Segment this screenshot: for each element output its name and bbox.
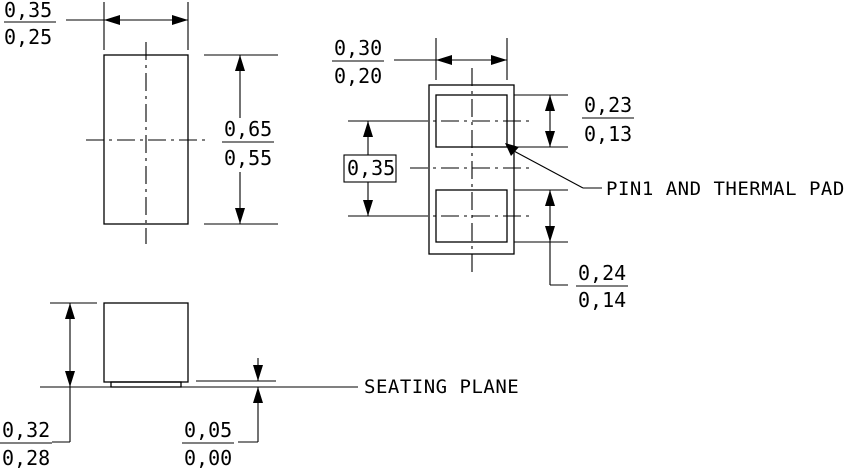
side-view: SEATING PLANE 0,32 0,28 0,05 0,00	[0, 302, 519, 468]
top-length-max-text: 0,65	[224, 117, 272, 141]
pad-width-arrow-left	[436, 55, 452, 65]
top-length-dimension: 0,65 0,55	[204, 54, 278, 225]
top-width-dimension: 0,35 0,25	[4, 0, 189, 50]
pad-width-max-text: 0,30	[334, 36, 382, 60]
height-min-text: 0,28	[2, 446, 50, 468]
side-view-terminal	[110, 381, 182, 388]
pad-1-length-min-text: 0,13	[584, 122, 632, 146]
top-width-max-text: 0,35	[4, 0, 52, 22]
pad-2-length-min-text: 0,14	[578, 288, 626, 312]
standoff-max-text: 0,05	[184, 418, 232, 442]
bottom-view: 0,30 0,20 0,35 0,23 0,13	[332, 36, 845, 312]
pad-width-min-text: 0,20	[334, 64, 382, 88]
pad-2-length-arrow-top	[545, 190, 555, 206]
top-view: 0,35 0,25 0,65 0,55	[4, 0, 278, 244]
pad-width-arrow-right	[491, 55, 507, 65]
top-length-min-text: 0,55	[224, 146, 272, 170]
pad-2-length-arrow-bottom	[545, 226, 555, 242]
pad-width-dimension: 0,30 0,20	[332, 36, 508, 88]
pad-1-length-max-text: 0,23	[584, 93, 632, 117]
pad-pitch-arrow-bottom	[363, 200, 373, 216]
top-length-arrow-bottom	[235, 208, 245, 224]
pin1-thermal-pad-text: PIN1 AND THERMAL PAD	[606, 178, 845, 200]
top-width-arrow-left	[104, 15, 120, 25]
standoff-arrow-top	[253, 365, 263, 381]
pad-1-length-arrow-bottom	[545, 131, 555, 147]
pad-1-length-arrow-top	[545, 95, 555, 111]
pad-1-length-dimension: 0,23 0,13	[514, 93, 634, 148]
top-width-min-text: 0,25	[4, 25, 52, 49]
standoff-min-text: 0,00	[184, 446, 232, 468]
pin1-leader-arrow	[505, 143, 519, 156]
height-dimension: 0,32 0,28	[0, 302, 97, 468]
standoff-dimension: 0,05 0,00	[182, 358, 263, 468]
pad-pitch-basic-box	[343, 154, 397, 183]
top-width-arrow-right	[172, 15, 188, 25]
top-length-arrow-top	[235, 55, 245, 71]
height-max-text: 0,32	[2, 418, 50, 442]
height-arrow-bottom	[65, 371, 75, 387]
pad-pitch-arrow-top	[363, 121, 373, 137]
pad-2-length-dimension: 0,24 0,14	[514, 189, 628, 312]
seating-plane-text: SEATING PLANE	[364, 376, 519, 398]
pad-pitch-dimension: 0,35	[343, 120, 410, 217]
height-arrow-top	[65, 303, 75, 319]
pad-pitch-text: 0,35	[347, 156, 395, 180]
pin1-thermal-pad-callout: PIN1 AND THERMAL PAD	[505, 143, 845, 200]
side-view-body-outline	[103, 302, 189, 383]
pin1-leader-line	[511, 149, 584, 189]
pad-2-length-max-text: 0,24	[578, 261, 626, 285]
